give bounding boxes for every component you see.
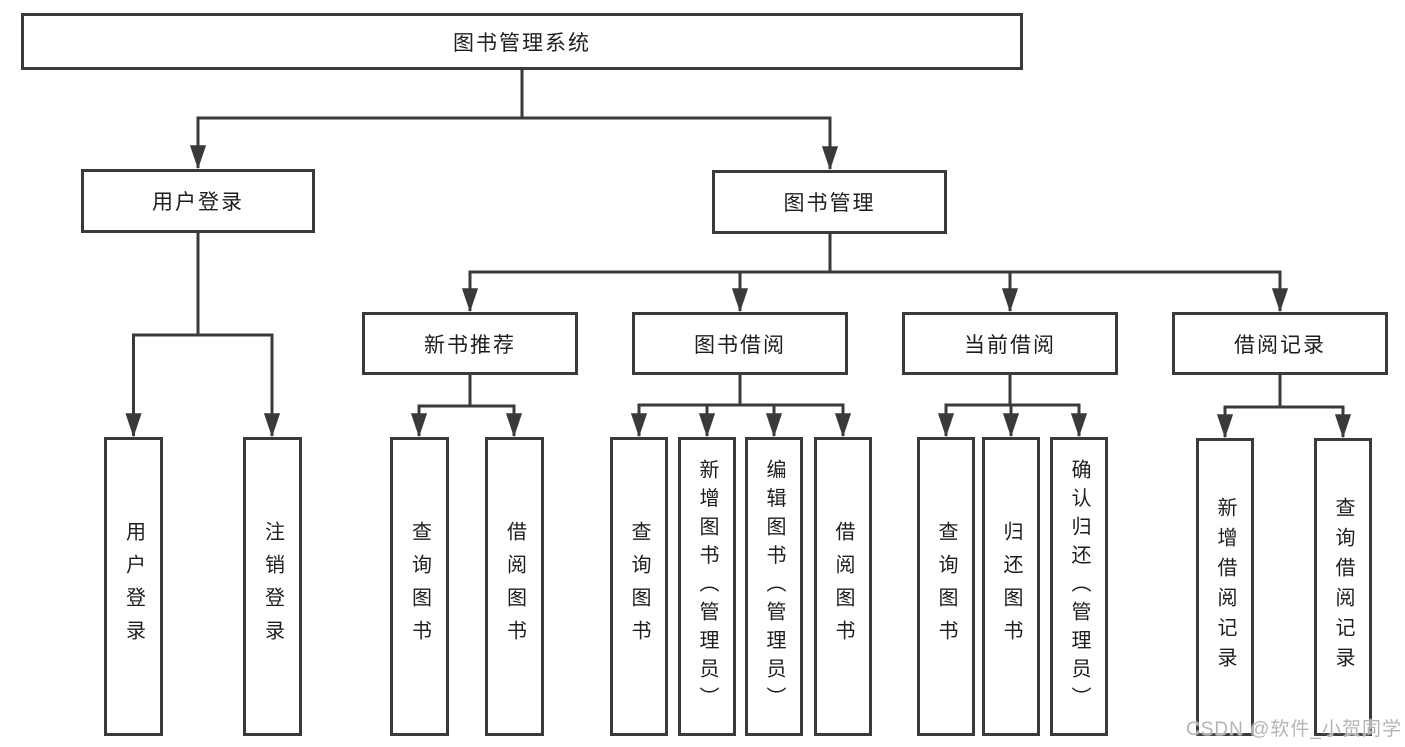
leaf-query-borrow-record: 查询借阅记录 <box>1314 438 1372 736</box>
leaf-add-books-admin: 新增图书（管理员） <box>678 437 736 736</box>
leaf-confirm-return-admin-label: 确认归还（管理员） <box>1068 458 1090 715</box>
node-book-management-branch: 图书管理 <box>712 170 947 234</box>
leaf-borrow-borrow-books: 借阅图书 <box>814 437 872 736</box>
leaf-borrow-borrow-books-label: 借阅图书 <box>832 520 854 653</box>
leaf-recommend-query-books-label: 查询图书 <box>408 520 431 653</box>
leaf-query-borrow-record-label: 查询借阅记录 <box>1332 497 1354 677</box>
leaf-recommend-borrow-books-label: 借阅图书 <box>503 520 526 653</box>
leaf-edit-books-admin-label: 编辑图书（管理员） <box>763 458 785 715</box>
leaf-return-books-label: 归还图书 <box>1000 520 1022 653</box>
leaf-return-books: 归还图书 <box>982 437 1040 736</box>
leaf-current-query-books-label: 查询图书 <box>935 520 957 653</box>
node-new-book-recommend: 新书推荐 <box>362 312 578 375</box>
leaf-logout: 注销登录 <box>243 437 302 736</box>
leaf-user-login-label: 用户登录 <box>122 520 145 653</box>
node-book-borrow: 图书借阅 <box>632 312 848 375</box>
leaf-confirm-return-admin: 确认归还（管理员） <box>1050 437 1108 736</box>
leaf-borrow-query-books: 查询图书 <box>610 437 668 736</box>
leaf-add-borrow-record: 新增借阅记录 <box>1196 438 1254 736</box>
leaf-recommend-query-books: 查询图书 <box>390 437 449 736</box>
leaf-add-books-admin-label: 新增图书（管理员） <box>696 458 718 715</box>
leaf-logout-label: 注销登录 <box>261 520 284 653</box>
leaf-user-login: 用户登录 <box>104 437 163 736</box>
node-borrow-records: 借阅记录 <box>1172 312 1388 375</box>
leaf-edit-books-admin: 编辑图书（管理员） <box>745 437 803 736</box>
node-current-borrow: 当前借阅 <box>902 312 1118 375</box>
csdn-watermark: CSDN @软件_小贺同学 <box>1186 719 1402 740</box>
leaf-borrow-query-books-label: 查询图书 <box>628 520 650 653</box>
node-user-login-branch: 用户登录 <box>81 169 315 233</box>
leaf-recommend-borrow-books: 借阅图书 <box>485 437 544 736</box>
node-root-library-system: 图书管理系统 <box>21 13 1023 70</box>
leaf-add-borrow-record-label: 新增借阅记录 <box>1214 497 1236 677</box>
leaf-current-query-books: 查询图书 <box>917 437 975 736</box>
